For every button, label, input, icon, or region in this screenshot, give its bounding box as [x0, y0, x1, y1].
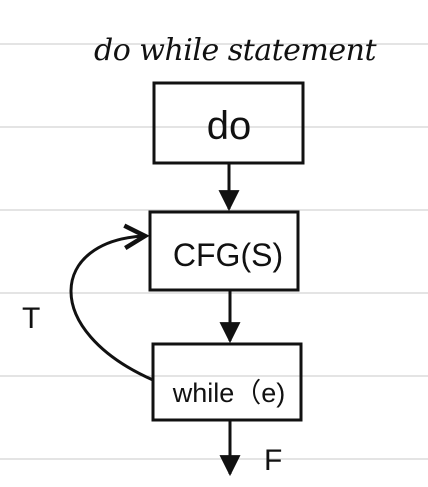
while-box-label: while（e) — [172, 378, 286, 408]
while-box — [151, 342, 303, 422]
loop-back-arrow — [69, 236, 154, 382]
cfg-box-label: CFG(S) — [173, 237, 283, 273]
false-branch-label: F — [264, 444, 282, 477]
diagram-title: do while statement — [94, 33, 377, 68]
cfg-box — [148, 210, 300, 292]
do-box-label: do — [207, 104, 252, 148]
true-branch-label: T — [22, 302, 40, 335]
